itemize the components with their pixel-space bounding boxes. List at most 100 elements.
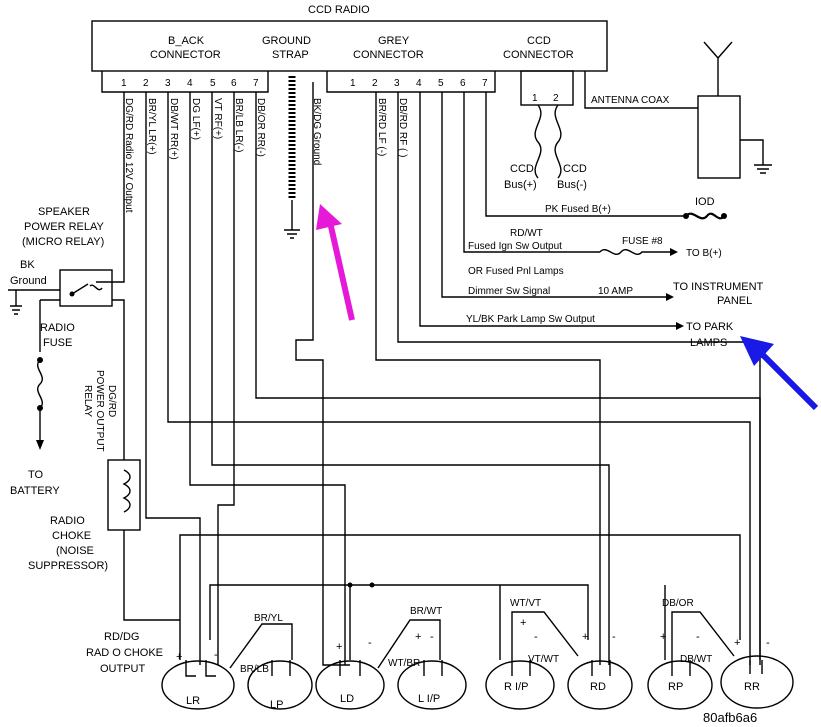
or-fused-label: OR Fused Pnl Lamps — [468, 266, 564, 277]
radio-fuse-label-1: RADIO — [40, 322, 75, 334]
wire-dbor-rr-minus — [255, 92, 761, 665]
black-pin-2: 2 — [143, 78, 149, 89]
grey-pin-3: 3 — [394, 78, 400, 89]
radio-title: CCD RADIO — [308, 4, 370, 16]
bus-junction-1 — [347, 582, 353, 588]
grey-connector-label-1: GREY — [378, 35, 410, 47]
speaker-rip-minus: - — [534, 631, 538, 643]
wire-label-dg: DG LF(+) — [190, 98, 201, 140]
wire-label-brrd: BR/RD LF (-) — [376, 98, 387, 156]
speaker-lr-plus: + — [176, 651, 182, 663]
black-pin-6: 6 — [231, 78, 237, 89]
wire-label-dbwt: DB/WT — [680, 654, 712, 665]
to-b-label: TO B(+) — [686, 248, 722, 259]
wire-label-dbor: DB/OR — [662, 598, 694, 609]
to-battery-label-1: TO — [28, 469, 44, 481]
right-side-circuits: PK Fused B(+) IOD RD/WT Fused Ign Sw Out… — [466, 196, 764, 349]
wire-fused-ign — [463, 92, 600, 253]
speaker-relay-label-1: SPEAKER — [38, 206, 90, 218]
wire-wtvt-rip — [511, 611, 579, 660]
speaker-rp-plus: + — [660, 631, 666, 643]
speaker-lp-label: LP — [270, 699, 283, 711]
rdwt-label: RD/WT — [510, 228, 543, 239]
speaker-ld: LD + - — [315, 637, 385, 710]
ccd-bus-plus-2: Bus(+) — [504, 179, 537, 191]
grey-pin-4: 4 — [416, 78, 422, 89]
fuse-terminal-bottom — [37, 405, 43, 411]
choke-output-label-2: RAD O CHOKE — [86, 647, 163, 659]
relay-contact-icon — [71, 283, 103, 295]
black-pin-7: 7 — [253, 78, 259, 89]
to-instrument-arrowhead — [666, 293, 674, 301]
left-side-circuits: SPEAKER POWER RELAY (MICRO RELAY) BK Gro… — [8, 206, 180, 675]
antenna-coax-label: ANTENNA COAX — [591, 95, 670, 106]
wire-label-bryl: BR/YL LR(+) — [146, 98, 157, 155]
pk-fused-label: PK Fused B(+) — [545, 204, 611, 215]
wire-label-dbrd: DB/RD RF ( ) — [397, 98, 408, 157]
wire-vt-rf-plus — [211, 92, 610, 665]
radio-fuse-label-2: FUSE — [43, 337, 72, 349]
wire-label-brlb: BR/LB LR(-) — [233, 98, 244, 152]
grey-pin-2: 2 — [372, 78, 378, 89]
speaker-rp-minus: - — [696, 631, 700, 643]
speaker-rd: RD + - — [567, 631, 633, 710]
radio-choke-label-1: RADIO — [50, 515, 85, 527]
bk-label: BK — [20, 259, 35, 271]
antenna-ground-icon — [740, 139, 772, 174]
iod-terminal-left — [683, 213, 689, 219]
ccd-bus-wire-minus — [554, 104, 562, 179]
ten-amp-label: 10 AMP — [598, 286, 633, 297]
speaker-rd-minus: - — [612, 631, 616, 643]
wire-label-wtbr: WT/BR — [388, 658, 420, 669]
speaker-rp-label: RP — [668, 681, 683, 693]
wire-label-dbwt: DB/WT RR(+) — [168, 98, 179, 160]
wire-bryl-lp — [229, 623, 293, 669]
wire-dbwt-rr-plus — [167, 92, 751, 665]
speaker-lip: L I/P BR/WT WT/BR + - — [377, 606, 467, 710]
iod-terminal-right — [721, 213, 727, 219]
relay-ground-icon — [8, 289, 60, 315]
speaker-ld-minus: - — [368, 637, 372, 649]
speaker-lip-label: L I/P — [418, 693, 440, 705]
wire-brlb-lr-minus — [217, 92, 235, 665]
radio-choke-label-2: CHOKE — [52, 530, 91, 542]
ccd-bus-wire-plus — [534, 104, 542, 179]
grey-connector-label-2: CONNECTOR — [353, 49, 424, 61]
grey-connector-band — [326, 71, 496, 93]
black-connector-band — [101, 71, 269, 93]
speaker-lr-minus: - — [214, 649, 218, 661]
speaker-lr: LR + - — [161, 649, 235, 710]
speaker-relay-label-3: (MICRO RELAY) — [22, 236, 104, 248]
speaker-rd-plus: + — [582, 631, 588, 643]
wire-label-ground: BK/DG Ground — [311, 98, 322, 165]
ground-strap-label-2: STRAP — [272, 49, 309, 61]
ccd-pin-1: 1 — [532, 93, 538, 104]
grey-connector-wires — [375, 92, 761, 665]
bus-line-upper — [179, 534, 741, 640]
black-connector-label-2: CONNECTOR — [150, 49, 221, 61]
ground-symbol-strap — [284, 200, 300, 239]
ground-strap-label-1: GROUND — [262, 35, 311, 47]
iod-label: IOD — [695, 196, 715, 208]
radio-choke-label-4: SUPPRESSOR) — [28, 560, 108, 572]
to-b-arrowhead — [670, 248, 678, 256]
wire-park-lamp — [419, 92, 676, 327]
choke-coil-icon — [122, 469, 131, 513]
antenna-mast-icon — [703, 41, 733, 96]
ccd-bus-minus-2: Bus(-) — [557, 179, 587, 191]
wire-label-brlb-lp: BR/LB — [240, 664, 269, 675]
wire-choke-output — [123, 530, 180, 621]
relay-terminal — [69, 291, 75, 297]
choke-output-label-3: OUTPUT — [100, 663, 146, 675]
wire-label-brwt: BR/WT — [410, 606, 442, 617]
wire-bkdg-ground — [295, 82, 350, 666]
antenna: ANTENNA COAX — [584, 41, 772, 179]
ccd-bus-minus-1: CCD — [563, 163, 587, 175]
speaker-lr-label: LR — [186, 695, 200, 707]
fused-ign-label: Fused Ign Sw Output — [468, 241, 562, 252]
speaker-ld-label: LD — [340, 693, 354, 705]
blue-arrow-shaft — [757, 349, 819, 411]
speaker-rr-minus: - — [766, 637, 770, 649]
fuse8-label: FUSE #8 — [622, 236, 663, 247]
